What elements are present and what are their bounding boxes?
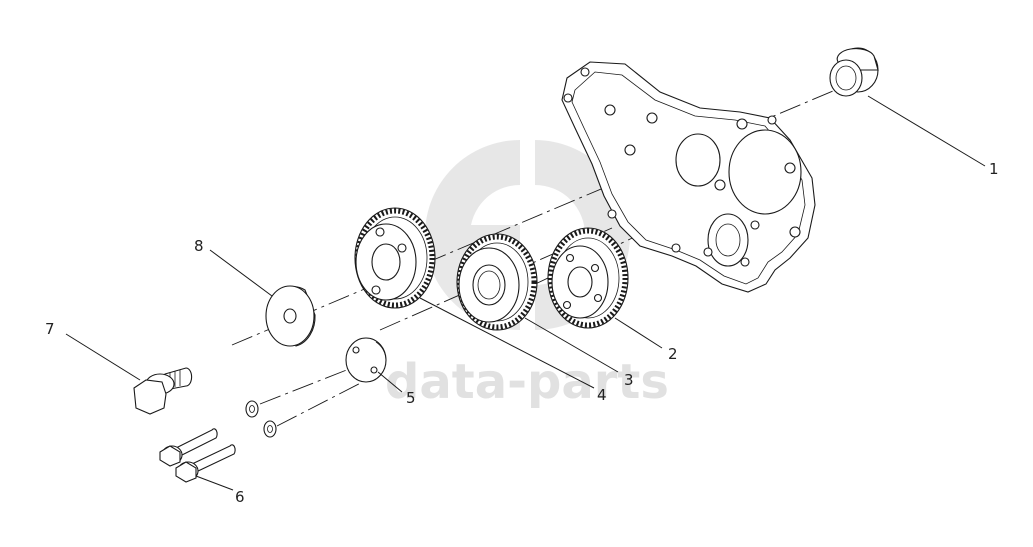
plate-part-5 <box>345 337 387 383</box>
plug-part-1 <box>829 47 879 97</box>
callout-label-2: 2 <box>668 345 678 363</box>
callout-label-8: 8 <box>194 237 204 255</box>
callout-labels: 1 2 3 4 5 6 7 8 <box>45 160 999 506</box>
callout-label-3: 3 <box>624 371 634 389</box>
callout-label-7: 7 <box>45 320 55 338</box>
callout-label-4: 4 <box>597 386 607 404</box>
washer-part-8 <box>265 285 316 347</box>
watermark-text: data-parts <box>385 354 669 410</box>
callout-label-5: 5 <box>406 389 416 407</box>
lock-washers <box>245 400 277 438</box>
gear-part-2 <box>547 227 629 329</box>
callout-label-1: 1 <box>989 160 999 178</box>
leader-lines <box>65 95 986 491</box>
callout-label-6: 6 <box>235 488 245 506</box>
gear-housing <box>561 61 816 293</box>
bolts-part-6 <box>159 428 236 483</box>
gear-part-4 <box>354 207 436 309</box>
flange-bolt-part-7 <box>133 367 193 415</box>
gear-part-3 <box>456 233 538 331</box>
